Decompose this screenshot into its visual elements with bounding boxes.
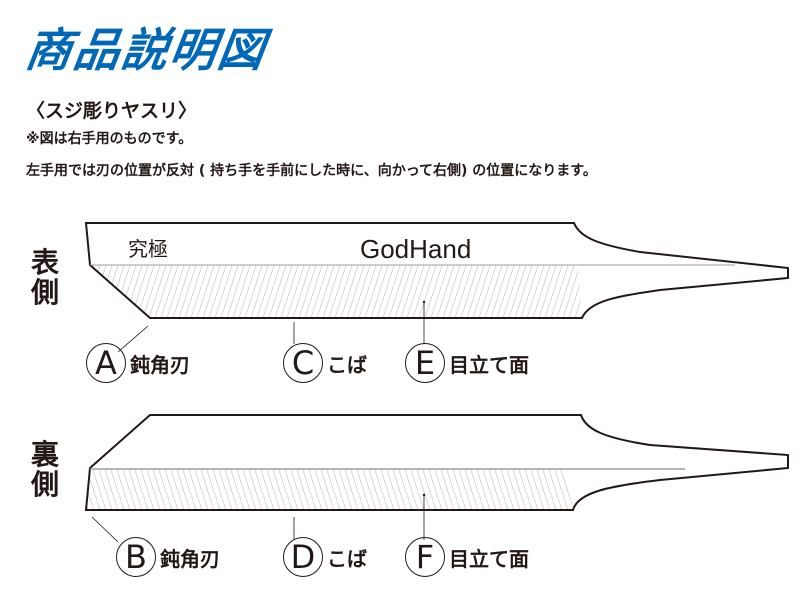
front-side-label: 表 側 xyxy=(28,248,62,308)
callout-a: A 鈍角刃 xyxy=(86,343,190,383)
note-left-hand: 左手用では刃の位置が反対 ( 持ち手を手前にした時に、向かって右側) の位置にな… xyxy=(26,163,597,179)
engraving-kyukyoku: 究極 xyxy=(128,237,168,261)
callout-b-letter: B xyxy=(116,537,156,577)
front-file-outline xyxy=(84,222,789,319)
front-side-label-char-2: 側 xyxy=(30,276,59,309)
callout-f-text: 目立て面 xyxy=(449,546,529,571)
back-side-label-char-2: 側 xyxy=(30,468,59,501)
front-file: 究極 GodHand xyxy=(84,222,789,353)
product-subtitle: 〈スジ彫りヤスリ〉 xyxy=(26,100,198,122)
callout-e-text: 目立て面 xyxy=(449,352,529,377)
callout-d: D こば xyxy=(283,537,367,577)
callout-f-letter: F xyxy=(405,537,445,577)
callout-b-text: 鈍角刃 xyxy=(160,546,220,571)
callout-e-letter: E xyxy=(405,343,445,383)
callout-e: E 目立て面 xyxy=(405,343,529,383)
callout-d-letter: D xyxy=(283,537,323,577)
callout-c-text: こば xyxy=(327,352,367,377)
callout-d-text: こば xyxy=(327,546,367,571)
back-side-label: 裏 側 xyxy=(28,440,62,500)
callout-b: B 鈍角刃 xyxy=(116,537,220,577)
back-file-outline xyxy=(84,414,789,511)
engraving-godhand: GodHand xyxy=(360,234,471,264)
callout-a-text: 鈍角刃 xyxy=(130,352,190,377)
callout-c: C こば xyxy=(283,343,367,383)
back-side-label-char-1: 裏 xyxy=(30,438,59,471)
front-side-label-char-1: 表 xyxy=(30,246,59,279)
callout-c-letter: C xyxy=(283,343,323,383)
callout-a-letter: A xyxy=(86,343,126,383)
note-right-hand: ※図は右手用のものです。 xyxy=(26,131,193,147)
back-file xyxy=(84,414,789,543)
back-filing-surface xyxy=(86,470,573,510)
front-filing-surface xyxy=(90,265,582,318)
callout-f: F 目立て面 xyxy=(405,537,529,577)
